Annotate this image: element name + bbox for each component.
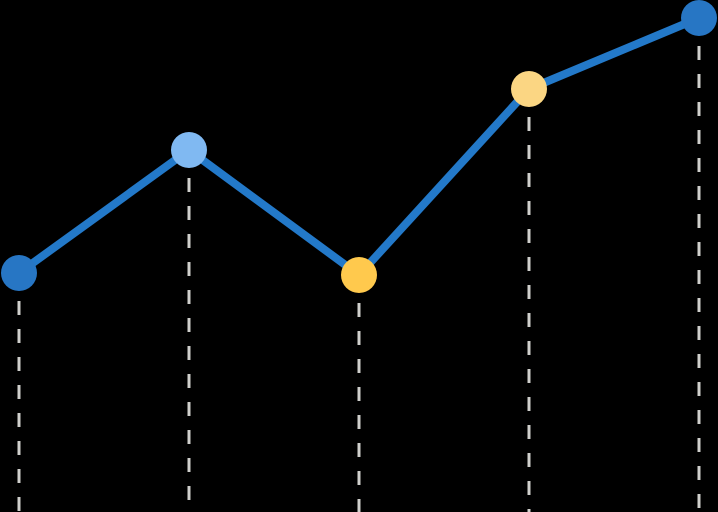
dashed-guide-lines-group	[17, 18, 701, 512]
data-point-marker-1[interactable]: 1: 1.35	[1, 255, 37, 291]
data-point-markers-group[interactable]: 1: 1.35 2: 2.8 3: 1.33 4: 3.5 5: 4	[1, 0, 717, 293]
data-point-marker-2[interactable]: 2: 2.8	[171, 132, 207, 168]
data-point-marker-3[interactable]: 3: 1.33	[341, 257, 377, 293]
data-point-marker-4[interactable]: 4: 3.5	[511, 71, 547, 107]
data-point-marker-5[interactable]: 5: 4	[681, 0, 717, 36]
